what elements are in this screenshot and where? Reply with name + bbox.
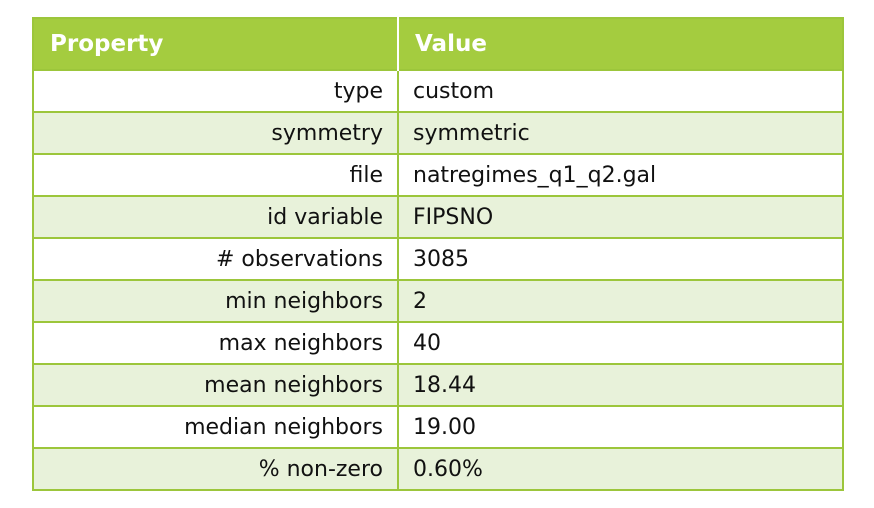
- value-cell: natregimes_q1_q2.gal: [398, 153, 843, 196]
- table-row: # observations 3085: [33, 237, 843, 280]
- property-cell: file: [33, 153, 399, 196]
- table-row: % non-zero 0.60%: [33, 447, 843, 490]
- table-row: file natregimes_q1_q2.gal: [33, 153, 843, 196]
- weights-properties-table: Property Value type custom symmetry symm…: [32, 17, 844, 491]
- value-cell: 3085: [398, 237, 843, 280]
- value-cell: symmetric: [398, 111, 843, 154]
- property-column-header: Property: [33, 18, 399, 70]
- value-column-header: Value: [398, 18, 843, 70]
- table-row: min neighbors 2: [33, 279, 843, 322]
- table-row: type custom: [33, 69, 843, 112]
- property-cell: id variable: [33, 195, 399, 238]
- property-cell: median neighbors: [33, 405, 399, 448]
- weights-properties-panel: Property Value type custom symmetry symm…: [32, 17, 844, 491]
- property-cell: max neighbors: [33, 321, 399, 364]
- table-row: symmetry symmetric: [33, 111, 843, 154]
- property-cell: min neighbors: [33, 279, 399, 322]
- value-cell: 0.60%: [398, 447, 843, 490]
- table-header-row: Property Value: [33, 18, 843, 70]
- value-cell: FIPSNO: [398, 195, 843, 238]
- table-row: mean neighbors 18.44: [33, 363, 843, 406]
- value-cell: 2: [398, 279, 843, 322]
- value-cell: 18.44: [398, 363, 843, 406]
- property-cell: mean neighbors: [33, 363, 399, 406]
- table-row: median neighbors 19.00: [33, 405, 843, 448]
- property-cell: % non-zero: [33, 447, 399, 490]
- value-cell: custom: [398, 69, 843, 112]
- table-row: max neighbors 40: [33, 321, 843, 364]
- property-cell: type: [33, 69, 399, 112]
- table-row: id variable FIPSNO: [33, 195, 843, 238]
- value-cell: 40: [398, 321, 843, 364]
- property-cell: symmetry: [33, 111, 399, 154]
- value-cell: 19.00: [398, 405, 843, 448]
- property-cell: # observations: [33, 237, 399, 280]
